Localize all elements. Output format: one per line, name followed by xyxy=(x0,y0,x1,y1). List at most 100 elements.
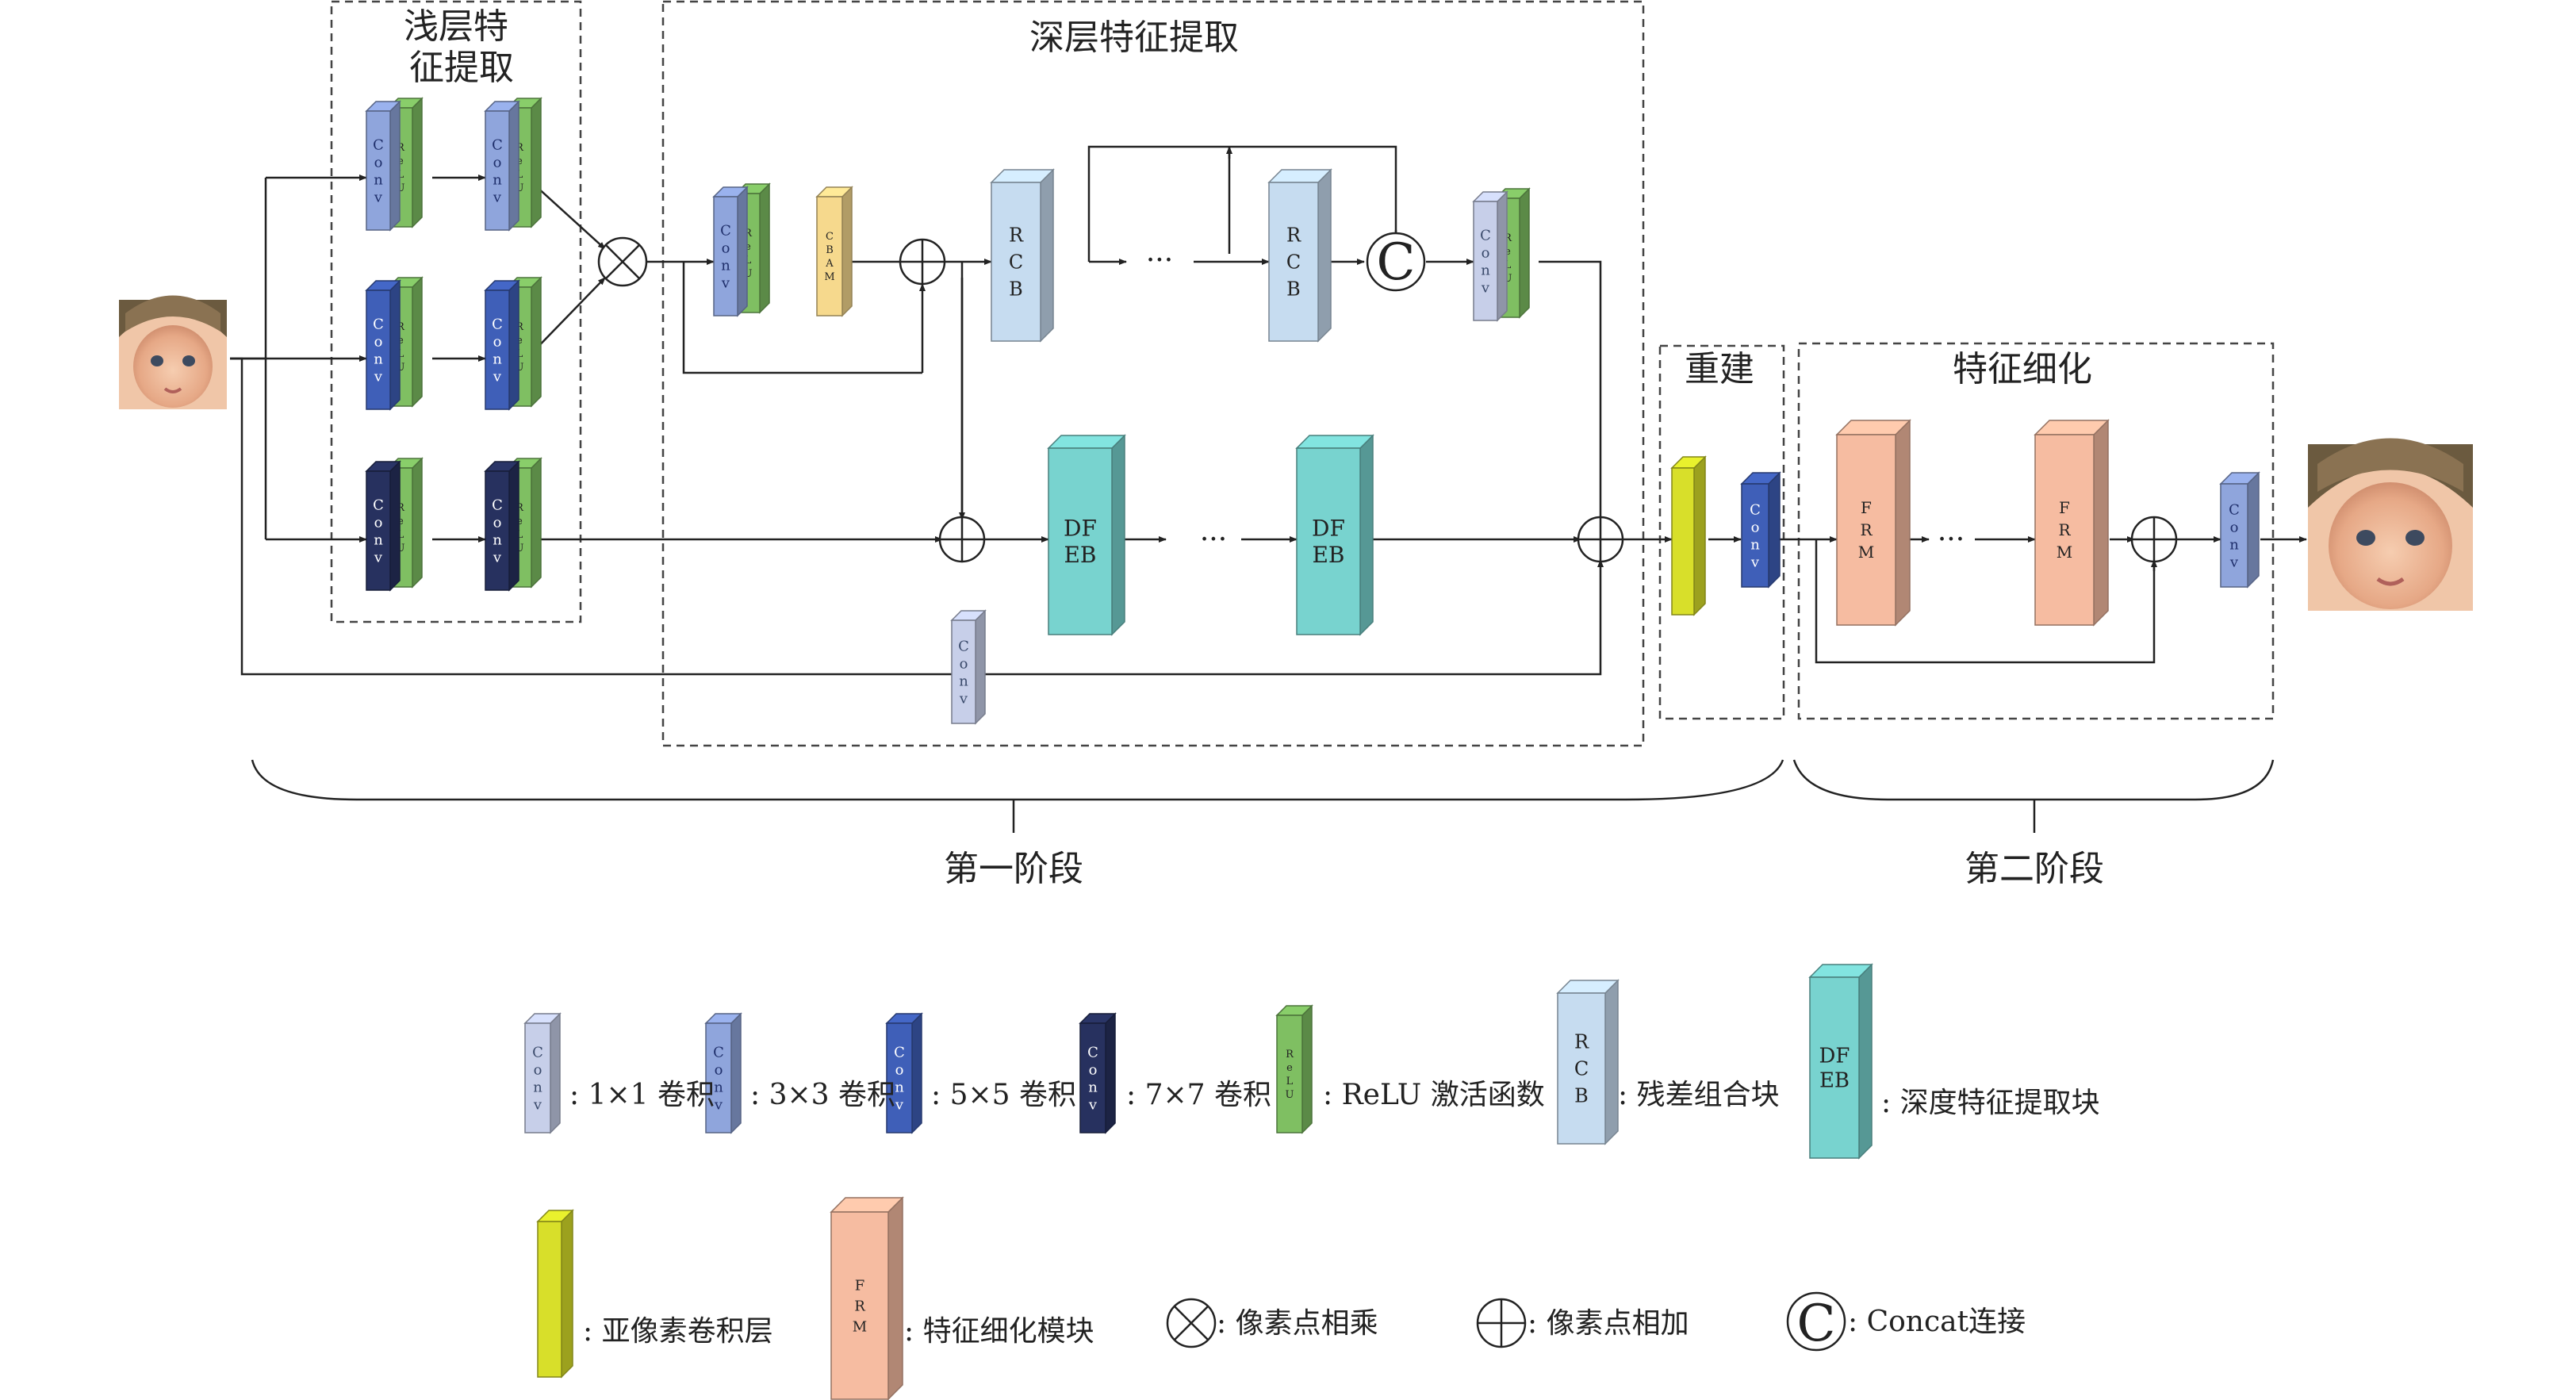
legend-mul-label: : 像素点相乘 xyxy=(1217,1307,1378,1340)
shallow-section-box xyxy=(330,0,582,623)
svg-text:F: F xyxy=(1861,498,1872,517)
svg-text:U: U xyxy=(516,362,524,374)
pixel-add-icon xyxy=(938,516,986,563)
svg-text:A: A xyxy=(825,258,834,270)
svg-text:R: R xyxy=(1860,520,1873,539)
svg-text:e: e xyxy=(1505,246,1511,258)
svg-text:o: o xyxy=(715,1061,723,1078)
pixel-multiply-icon xyxy=(597,236,648,287)
svg-text:C: C xyxy=(1087,1044,1098,1061)
svg-text:R: R xyxy=(1574,1030,1589,1053)
svg-text:C: C xyxy=(958,638,969,654)
svg-text:C: C xyxy=(1286,251,1301,273)
svg-text:C: C xyxy=(1480,227,1491,244)
rcb-block-2: RCB xyxy=(1267,168,1332,343)
svg-text:e: e xyxy=(397,155,404,167)
svg-text:C: C xyxy=(373,497,384,513)
svg-text:M: M xyxy=(853,1318,867,1335)
svg-text:F: F xyxy=(2059,498,2070,517)
svg-text:o: o xyxy=(493,514,502,531)
refine-section-box xyxy=(1797,342,2275,720)
svg-text:o: o xyxy=(493,154,502,171)
svg-text:B: B xyxy=(1574,1084,1589,1107)
ellipsis-dfeb: ··· xyxy=(1200,524,1227,556)
svg-text:C: C xyxy=(894,1044,905,1061)
legend-multiply-icon xyxy=(1166,1298,1217,1348)
svg-text:o: o xyxy=(2230,519,2239,535)
svg-text:n: n xyxy=(533,1079,542,1095)
svg-text:U: U xyxy=(744,268,753,280)
svg-text:F: F xyxy=(855,1277,865,1294)
svg-text:v: v xyxy=(533,1096,542,1113)
svg-text:R: R xyxy=(516,502,524,514)
svg-text:C: C xyxy=(1750,501,1761,518)
input-image xyxy=(119,295,227,409)
legend-rcb-block: RCB xyxy=(1556,979,1620,1145)
svg-text:L: L xyxy=(516,348,523,360)
svg-text:EB: EB xyxy=(1819,1069,1850,1093)
svg-text:n: n xyxy=(2229,536,2239,553)
legend-frm-label: : 特征细化模块 xyxy=(904,1315,1094,1348)
svg-text:B: B xyxy=(1286,278,1301,300)
svg-text:n: n xyxy=(895,1079,904,1095)
reconstruct-section-box xyxy=(1658,344,1785,720)
svg-text:n: n xyxy=(374,351,383,367)
svg-text:R: R xyxy=(1286,1049,1294,1061)
svg-text:U: U xyxy=(397,182,405,194)
svg-text:o: o xyxy=(374,154,383,171)
svg-text:C: C xyxy=(720,222,731,239)
ellipsis-frm: ··· xyxy=(1938,524,1965,556)
legend-dfeb-label: : 深度特征提取块 xyxy=(1881,1087,2100,1119)
svg-text:n: n xyxy=(493,531,502,548)
legend-subpixel-label: : 亚像素卷积层 xyxy=(583,1315,773,1348)
svg-text:C: C xyxy=(373,136,384,153)
svg-text:U: U xyxy=(397,543,405,554)
svg-text:R: R xyxy=(1504,232,1512,244)
svg-text:n: n xyxy=(959,673,968,689)
pixel-add-icon xyxy=(2130,516,2178,563)
legend-conv7-label: : 7×7 卷积 xyxy=(1126,1079,1271,1111)
legend-rcb-label: : 残差组合块 xyxy=(1618,1079,1780,1111)
svg-text:U: U xyxy=(1286,1089,1294,1101)
svg-text:e: e xyxy=(516,516,523,527)
svg-text:e: e xyxy=(516,335,523,347)
svg-text:C: C xyxy=(2229,501,2240,518)
svg-text:o: o xyxy=(1089,1061,1098,1078)
svg-text:B: B xyxy=(1009,278,1023,300)
svg-text:M: M xyxy=(2057,543,2072,562)
svg-text:v: v xyxy=(374,549,383,566)
svg-text:v: v xyxy=(959,690,968,707)
deep-section-box xyxy=(661,0,1645,747)
svg-text:v: v xyxy=(1750,554,1760,570)
svg-text:C: C xyxy=(492,316,503,332)
svg-text:C: C xyxy=(492,497,503,513)
concat-icon xyxy=(1366,232,1426,292)
svg-text:R: R xyxy=(397,502,405,514)
svg-text:C: C xyxy=(492,136,503,153)
legend-concat-label: : Concat连接 xyxy=(1848,1306,2026,1338)
svg-text:M: M xyxy=(1858,543,1874,562)
svg-text:C: C xyxy=(826,231,834,243)
svg-text:DF: DF xyxy=(1064,516,1097,542)
svg-text:C: C xyxy=(1009,251,1023,273)
svg-text:R: R xyxy=(2058,520,2071,539)
svg-text:o: o xyxy=(534,1061,542,1078)
stage-one-label: 第一阶段 xyxy=(944,849,1083,889)
pixel-add-icon xyxy=(1577,516,1624,563)
legend-concat-symbol: C xyxy=(1797,1295,1836,1353)
svg-text:C: C xyxy=(1574,1057,1589,1080)
reconstruct-title: 重建 xyxy=(1685,349,1754,389)
svg-text:o: o xyxy=(493,333,502,350)
svg-text:n: n xyxy=(1481,262,1490,278)
svg-text:o: o xyxy=(374,333,383,350)
frm-block-2: FRM xyxy=(2034,419,2110,627)
svg-text:C: C xyxy=(532,1044,543,1061)
